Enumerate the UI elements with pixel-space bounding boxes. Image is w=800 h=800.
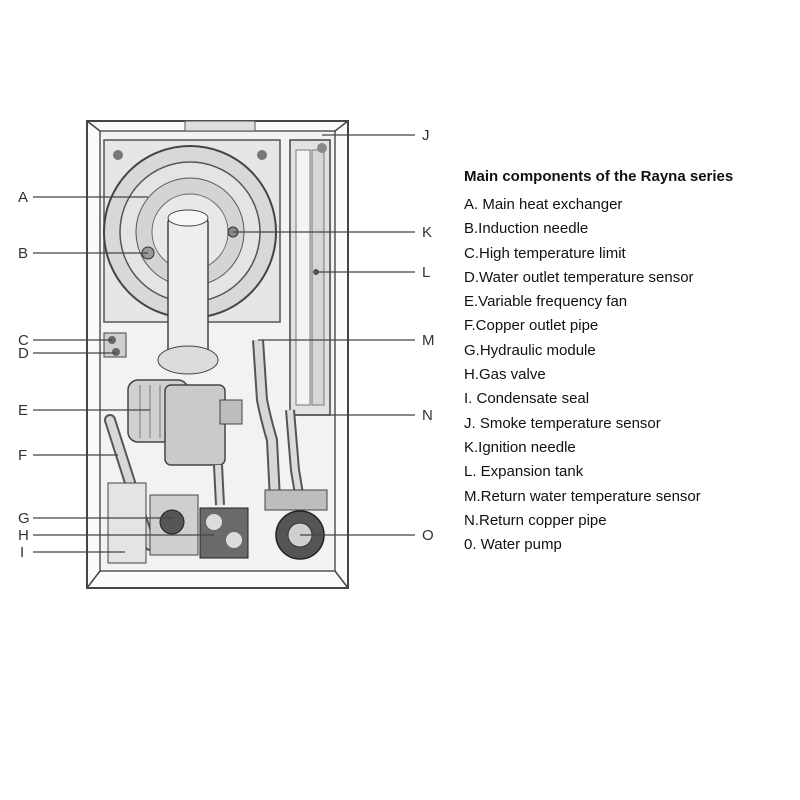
lower-components (107, 482, 328, 564)
legend-item: E.Variable frequency fan (464, 293, 628, 311)
callout-l: L (422, 264, 431, 281)
legend-item: H.Gas valve (464, 366, 546, 384)
callout-o: O (422, 527, 434, 544)
leader-lines (33, 134, 415, 553)
legend-item: M.Return water temperature sensor (464, 487, 701, 505)
legend-item: J. Smoke temperature sensor (464, 414, 661, 432)
legend-item: A. Main heat exchanger (464, 196, 623, 213)
callout-b: B (18, 245, 29, 262)
legend-item: G.Hydraulic module (464, 341, 596, 359)
legend-item: B.Induction needle (464, 220, 589, 238)
expansion-tank (289, 139, 331, 416)
callout-a: A (18, 189, 29, 206)
callout-e: E (18, 402, 29, 419)
components-legend: Main components of the Rayna series A. M… (464, 168, 794, 557)
legend-item: F.Copper outlet pipe (464, 317, 599, 335)
callout-n: N (422, 407, 433, 424)
legend-item: L. Expansion tank (464, 463, 584, 481)
legend-title: Main components of the Rayna series (464, 168, 734, 185)
callout-c: C (18, 332, 29, 349)
fan-assembly (127, 379, 243, 466)
legend-item: D.Water outlet temperature sensor (464, 268, 694, 286)
flue-pipe (157, 209, 219, 375)
callout-m: M (422, 332, 435, 349)
callout-f: F (18, 447, 28, 464)
callout-j: J (422, 127, 430, 144)
callout-h: H (18, 527, 29, 544)
callout-i: I (20, 544, 25, 561)
legend-item: I. Condensate seal (464, 390, 590, 408)
legend-item: K.Ignition needle (464, 438, 576, 456)
legend-item: C.High temperature limit (464, 244, 626, 262)
legend-item: 0. Water pump (464, 536, 562, 554)
callout-g: G (18, 510, 30, 527)
callout-k: K (422, 224, 433, 241)
legend-item: N.Return copper pipe (464, 511, 607, 529)
callout-d: D (18, 345, 29, 362)
